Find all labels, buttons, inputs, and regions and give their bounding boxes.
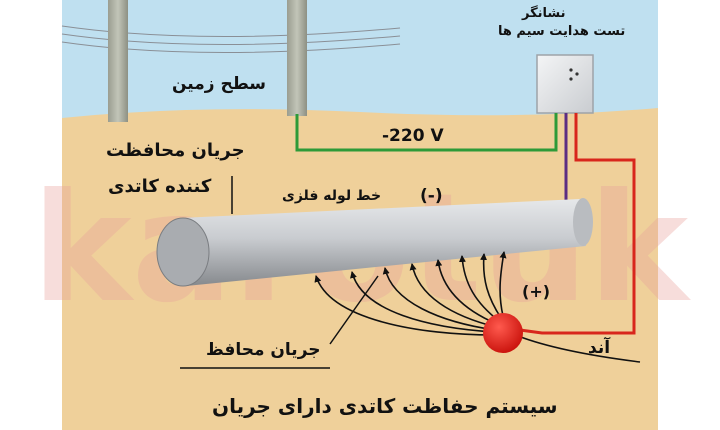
indicator-box — [536, 54, 594, 114]
voltage-label: -220 V — [382, 126, 444, 146]
protective-current-leader — [329, 275, 379, 345]
red-wire — [519, 113, 636, 335]
cathodic-current-label-line2: کننده کاتدی — [108, 176, 212, 197]
cathodic-current-label-line1: جریان محافظت — [106, 140, 245, 161]
overhead-wires — [61, 25, 401, 54]
plus-sign-label: (+) — [522, 282, 551, 301]
metal-pipe — [156, 198, 593, 287]
utility-pole-left — [108, 0, 128, 122]
indicator-label-line2: تست هدایت سیم ها — [498, 24, 626, 39]
protective-current-label: جریان محافظ — [206, 340, 321, 360]
anode-label: آند — [588, 338, 611, 358]
pipe-line-label: خط لوله فلزی — [282, 188, 382, 204]
anode-leader — [517, 335, 641, 363]
indicator-label-line1: نشانگر — [522, 6, 566, 21]
green-wire — [295, 113, 558, 152]
anode — [483, 313, 523, 353]
current-arrows — [314, 251, 507, 336]
ground-surface-label: سطح زمین — [172, 74, 266, 94]
diagram-title: سیستم حفاظت کاتدی دارای جریان — [212, 394, 558, 418]
utility-pole-right — [287, 0, 307, 116]
minus-sign-label: (-) — [420, 186, 443, 206]
